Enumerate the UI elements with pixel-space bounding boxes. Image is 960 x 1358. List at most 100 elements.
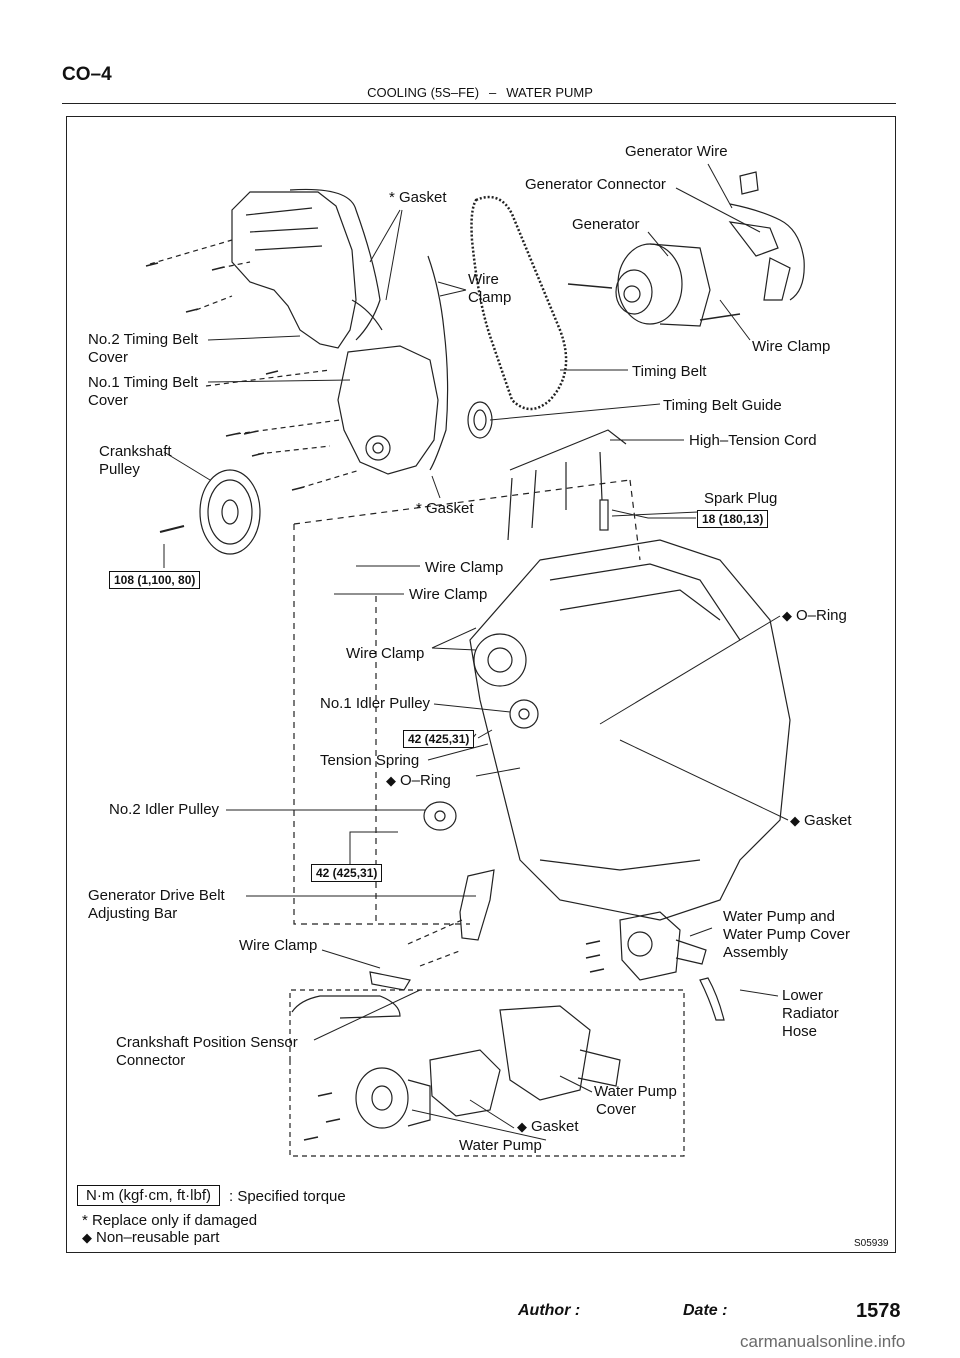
label-line: Cover [596,1101,637,1118]
label-o-ring-lower: ◆ O–Ring [386,772,451,790]
label-timing-belt-guide: Timing Belt Guide [663,397,782,414]
label-water-pump-cover: Water Pump Cover [594,1083,677,1119]
label-line: Generator Drive Belt [88,887,225,904]
non-reusable-icon: ◆ [782,608,792,623]
header-separator: – [489,85,497,100]
section-title: COOLING (5S–FE) [367,85,480,100]
author-label: Author : [518,1302,581,1319]
label-text: O–Ring [400,772,451,789]
label-line: Water Pump [594,1083,677,1100]
label-o-ring-upper: ◆ O–Ring [782,607,847,625]
torque-no2-idler-pulley: 42 (425,31) [311,864,383,882]
label-wire-clamp-right: Wire Clamp [752,338,831,355]
label-generator-drive-belt-adjusting-bar: Generator Drive Belt Adjusting Bar [88,887,225,923]
non-reusable-icon: ◆ [517,1119,527,1134]
label-text: Gasket [531,1118,579,1135]
no1-timing-belt-cover-shape [337,345,439,475]
high-tension-cord-shape [507,429,627,541]
water-pump-gasket-shape [429,1049,501,1117]
label-line: Water Pump and [723,908,835,925]
timing-belt-guide-shape [467,401,493,439]
label-no2-timing-belt-cover: No.2 Timing Belt Cover [88,331,198,367]
date-label: Date : [683,1302,728,1319]
label-water-pump-assembly: Water Pump and Water Pump Cover Assembly [723,908,850,962]
label-gasket-right: ◆ Gasket [790,812,852,830]
non-reusable-icon: ◆ [790,813,800,828]
label-line: Pulley [99,461,140,478]
label-crankshaft-position-sensor-connector: Crankshaft Position Sensor Connector [116,1034,298,1070]
label-water-pump: Water Pump [459,1137,542,1154]
label-wire-clamp-a: Wire Clamp [425,559,504,576]
label-line: Crankshaft [99,443,172,460]
generator-wire-shape [728,171,805,301]
label-lower-radiator-hose: Lower Radiator Hose [782,987,839,1041]
label-wire-clamp-c: Wire Clamp [346,645,425,662]
label-line: Water Pump Cover [723,926,850,943]
label-generator-wire: Generator Wire [625,143,728,160]
timing-belt-shape [470,195,568,411]
label-no2-idler-pulley: No.2 Idler Pulley [109,801,220,818]
label-generator: Generator [572,216,640,233]
diagram-frame [66,116,896,1253]
label-wire-clamp-d: Wire Clamp [239,937,318,954]
label-line: Connector [116,1052,186,1069]
legend-non-reusable: ◆ Non–reusable part [82,1229,219,1247]
label-gasket-mid: * Gasket [416,500,474,517]
lower-radiator-hose-shape [699,977,725,1021]
section-code: CO–4 [62,64,112,85]
label-line: Hose [782,1023,818,1040]
page-header-title: COOLING (5S–FE)–WATER PUMP [0,85,960,100]
label-line: Cover [88,349,129,366]
label-gasket-top: * Gasket [389,189,447,206]
label-line: No.1 Timing Belt [88,374,199,391]
figure-number: S05939 [854,1238,889,1249]
label-gasket-bottom: ◆ Gasket [517,1118,579,1136]
label-wire-clamp-b: Wire Clamp [409,586,488,603]
label-tension-spring: Tension Spring [320,752,420,769]
label-generator-connector: Generator Connector [525,176,666,193]
label-wire-clamp-top: Wire Clamp [468,271,511,307]
crankshaft-position-sensor-connector-shape [291,971,411,1019]
label-text: Gasket [804,812,852,829]
label-line: Wire [468,271,499,288]
torque-crankshaft-pulley: 108 (1,100, 80) [109,571,201,589]
label-timing-belt: Timing Belt [632,363,707,380]
label-crankshaft-pulley: Crankshaft Pulley [99,443,172,479]
label-line: Cover [88,392,129,409]
label-no1-idler-pulley: No.1 Idler Pulley [320,695,431,712]
label-line: Lower [782,987,823,1004]
label-text: Non–reusable part [96,1229,220,1246]
label-no1-timing-belt-cover: No.1 Timing Belt Cover [88,374,198,410]
water-pump-shape [303,1067,431,1141]
bolts-upper [145,262,305,491]
generator-shape [567,243,741,327]
label-line: Radiator [782,1005,839,1022]
torque-no1-idler-pulley: 42 (425,31) [403,730,475,748]
legend-unit-text: : Specified torque [229,1188,346,1205]
label-text: O–Ring [796,607,847,624]
header-rule [62,103,896,104]
non-reusable-icon: ◆ [82,1230,92,1245]
water-pump-assembly-shape [585,911,707,981]
legend-replace-note: * Replace only if damaged [82,1212,258,1229]
engine-block-shape [423,539,791,921]
label-line: Crankshaft Position Sensor [116,1034,298,1051]
subject-title: WATER PUMP [506,85,593,100]
label-spark-plug: Spark Plug [704,490,778,507]
page-number: 1578 [856,1300,901,1322]
label-line: Adjusting Bar [88,905,178,922]
label-high-tension-cord: High–Tension Cord [689,432,817,449]
non-reusable-icon: ◆ [386,773,396,788]
legend-unit-box: N·m (kgf·cm, ft·lbf) [77,1185,220,1206]
watermark: carmanualsonline.info [740,1332,906,1351]
label-line: Clamp [468,289,512,306]
gasket-string-top [289,188,381,341]
no2-timing-belt-cover-shape [231,191,357,349]
label-line: Assembly [723,944,789,961]
adjusting-bar-shape [459,869,495,941]
torque-spark-plug: 18 (180,13) [697,510,769,528]
label-line: No.2 Timing Belt [88,331,199,348]
water-pump-cover-shape [499,1005,591,1101]
crankshaft-pulley-shape [159,469,261,555]
